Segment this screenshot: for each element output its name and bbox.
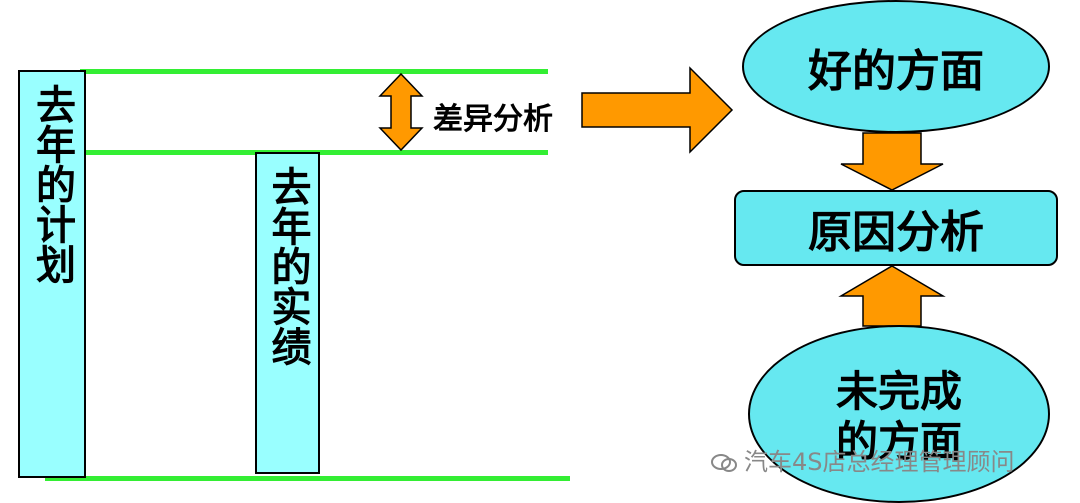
- unfinished-aspects-label: 未完成的方面: [835, 367, 962, 466]
- good-aspects-ellipse: 好的方面: [742, 0, 1050, 133]
- right-arrow: [581, 66, 734, 154]
- up-arrow: [838, 265, 946, 327]
- wechat-icon: [710, 452, 738, 474]
- cause-analysis-label: 原因分析: [808, 207, 984, 258]
- plan-bar-label: 去年的计划: [29, 84, 75, 284]
- actual-bar-label: 去年的实绩: [264, 166, 311, 366]
- plan-top-line: [80, 69, 548, 74]
- unfinished-aspects-ellipse: 未完成的方面: [748, 325, 1050, 503]
- actual-bar: 去年的实绩: [255, 152, 320, 474]
- cause-analysis-box: 原因分析: [734, 190, 1058, 266]
- baseline-line: [45, 476, 570, 481]
- good-aspects-label: 好的方面: [808, 45, 984, 97]
- watermark-text: 汽车4S店总经理管理顾问: [744, 448, 1015, 476]
- down-arrow: [840, 132, 944, 191]
- difference-analysis-label: 差异分析: [433, 102, 553, 137]
- watermark: 汽车4S店总经理管理顾问: [710, 442, 1015, 477]
- plan-bar: 去年的计划: [18, 70, 86, 478]
- difference-double-arrow: [378, 72, 424, 152]
